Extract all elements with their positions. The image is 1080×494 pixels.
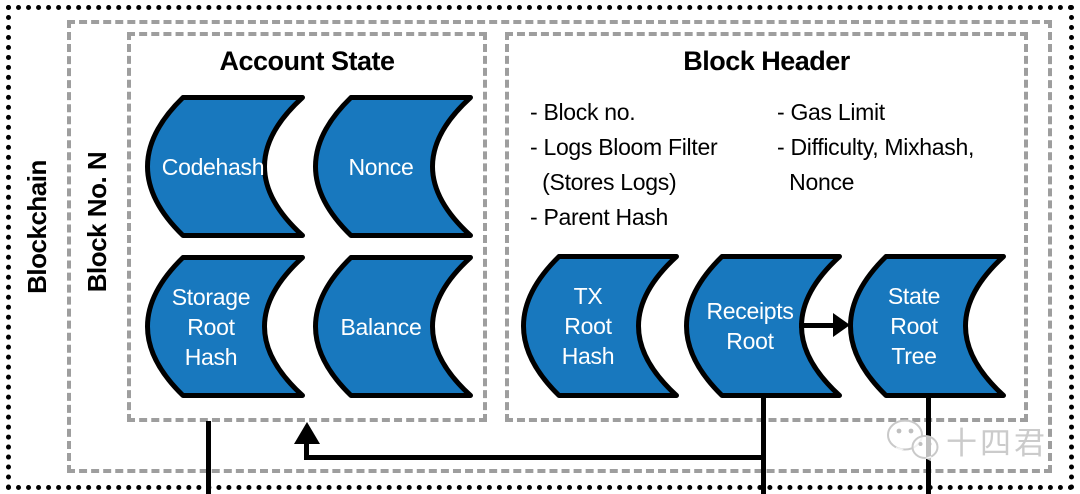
shape-state-root-tree: State Root Tree bbox=[848, 254, 1006, 398]
blockchain-label: Blockchain bbox=[22, 160, 52, 294]
shape-label: Balance bbox=[340, 313, 422, 340]
stored-data-icon bbox=[145, 95, 305, 238]
shape-storage-root-hash: Storage Root Hash bbox=[145, 255, 305, 398]
receipts-root-down-line bbox=[761, 396, 766, 494]
shape-label: Storage Root Hash bbox=[171, 283, 251, 370]
stored-data-icon bbox=[145, 255, 305, 398]
block-n-box bbox=[67, 20, 1052, 473]
stored-data-icon bbox=[313, 95, 473, 238]
shape-label: Nonce bbox=[348, 153, 414, 180]
shape-label: TX Root Hash bbox=[561, 283, 615, 369]
list-item: - Gas Limit bbox=[777, 99, 885, 125]
account-state-title: Account State bbox=[219, 46, 395, 76]
wechat-icon bbox=[887, 419, 939, 463]
receipts-to-account-line bbox=[304, 455, 766, 460]
right-arrowhead-icon bbox=[833, 313, 850, 337]
block-header-title: Block Header bbox=[683, 46, 850, 76]
shape-nonce: Nonce bbox=[313, 95, 473, 238]
shape-receipts-root: Receipts Root bbox=[684, 254, 842, 398]
list-item: - Logs Bloom Filter bbox=[530, 134, 718, 160]
shape-label: Codehash bbox=[161, 153, 265, 180]
shape-label: Receipts Root bbox=[706, 298, 794, 354]
stored-data-icon bbox=[848, 254, 1006, 398]
watermark-text: 十四君 bbox=[946, 425, 1048, 461]
stored-data-icon bbox=[684, 254, 842, 398]
shape-tx-root-hash: TX Root Hash bbox=[521, 254, 679, 398]
block-header-box bbox=[505, 32, 1028, 422]
blockchain-border bbox=[6, 5, 1074, 490]
list-item: Nonce bbox=[777, 169, 855, 195]
stored-data-icon bbox=[313, 255, 473, 398]
list-item: - Block no. bbox=[530, 99, 636, 125]
up-arrow-stem bbox=[304, 441, 309, 460]
shape-codehash: Codehash bbox=[145, 95, 305, 238]
storage-root-down-line bbox=[206, 421, 211, 494]
list-item: (Stores Logs) bbox=[530, 169, 677, 195]
receipts-to-state-line bbox=[799, 323, 835, 328]
shape-label: State Root Tree bbox=[887, 283, 941, 369]
account-state-box bbox=[127, 32, 487, 422]
block-header-list-right: - Gas Limit - Difficulty, Mixhash, Nonce bbox=[777, 95, 974, 200]
list-item: - Difficulty, Mixhash, bbox=[777, 134, 975, 160]
block-header-list-left: - Block no. - Logs Bloom Filter (Stores … bbox=[530, 95, 718, 235]
stored-data-icon bbox=[521, 254, 679, 398]
up-arrowhead-icon bbox=[294, 422, 320, 444]
watermark: 十四君 bbox=[884, 414, 1048, 466]
list-item: - Parent Hash bbox=[530, 204, 668, 230]
shape-balance: Balance bbox=[313, 255, 473, 398]
block-no-n-label: Block No. N bbox=[82, 151, 112, 293]
